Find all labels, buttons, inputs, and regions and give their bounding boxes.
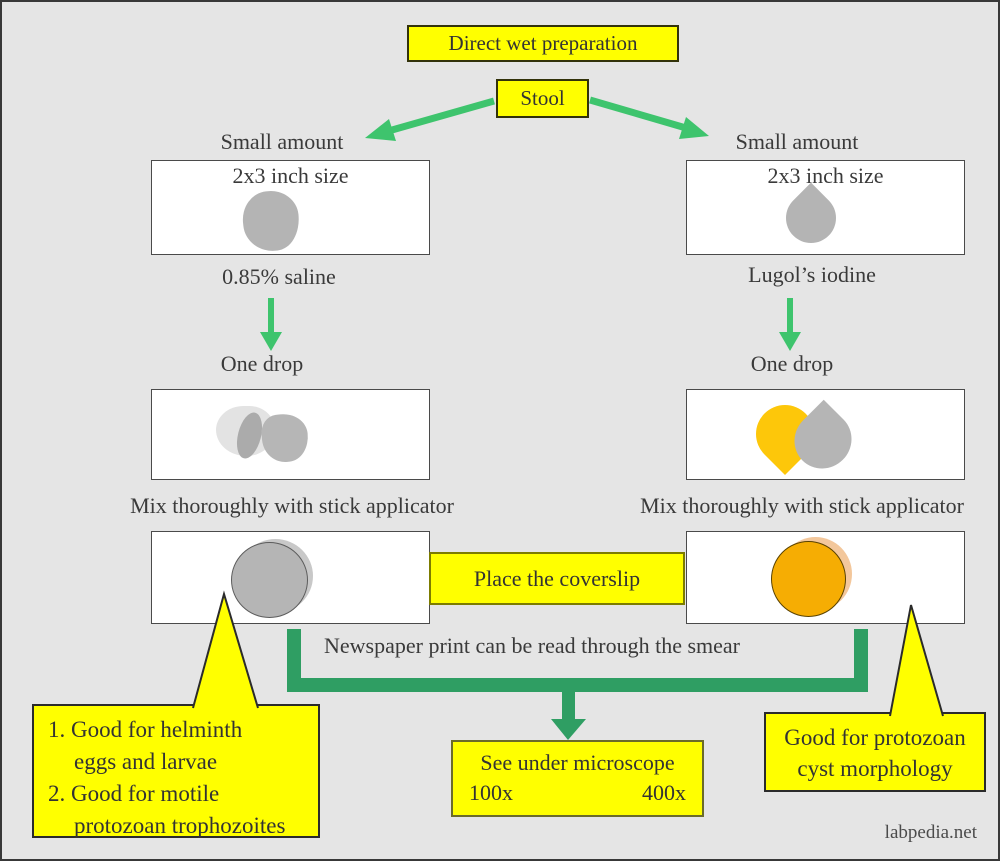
coverslip-circle-iodine [771, 541, 846, 617]
reagent-label-left: 0.85% saline [222, 264, 336, 289]
callout-line: 1. Good for helminth [48, 717, 243, 742]
microscope-label: See under microscope [480, 750, 675, 775]
arrow-stool-to-left [365, 97, 495, 141]
saline-smear-blob [259, 411, 311, 465]
stool-label: Stool [520, 86, 565, 110]
small-amount-label-right: Small amount [735, 129, 859, 154]
magnification-low: 100x [469, 780, 513, 805]
stool-specimen-blob-left [240, 188, 302, 254]
microscope-box: See under microscope 100x 400x [451, 740, 704, 817]
mix-label-left: Mix thoroughly with stick applicator [130, 493, 454, 518]
watermark: labpedia.net [884, 822, 977, 843]
small-amount-label-left: Small amount [220, 129, 344, 154]
callout-line: cyst morphology [797, 756, 953, 781]
callout-line: 2. Good for motile [48, 781, 220, 806]
arrow-iodine-down [779, 298, 801, 351]
callout-line: Good for protozoan [784, 725, 966, 750]
arrow-saline-down [260, 298, 282, 351]
slide-size-label-left: 2x3 inch size [232, 163, 349, 188]
stool-box: Stool [496, 79, 589, 118]
diagram-title: Direct wet preparation [448, 31, 638, 55]
callout-line: protozoan trophozoites [74, 813, 286, 838]
saline-uses-callout: 1. Good for helminth eggs and larvae 2. … [32, 704, 320, 838]
newspaper-note: Newspaper print can be read through the … [323, 633, 740, 658]
reagent-label-right: Lugol’s iodine [748, 262, 876, 287]
one-drop-label-right: One drop [750, 351, 834, 376]
magnification-high: 400x [642, 780, 686, 805]
slide-left-saline-mix [151, 389, 430, 480]
callout-line: eggs and larvae [74, 749, 218, 774]
title-box: Direct wet preparation [407, 25, 679, 62]
slide-left-coverslip [151, 531, 430, 624]
coverslip-box: Place the coverslip [429, 552, 685, 605]
slide-right-coverslip [686, 531, 965, 624]
arrow-stool-to-right [589, 96, 709, 139]
stool-specimen-blob-right [775, 182, 847, 254]
coverslip-circle-saline [231, 542, 308, 618]
magnification-row: 100x 400x [453, 776, 702, 806]
one-drop-label-left: One drop [220, 351, 304, 376]
slide-size-label-right: 2x3 inch size [767, 163, 884, 188]
coverslip-label: Place the coverslip [473, 565, 641, 591]
iodine-uses-callout: Good for protozoan cyst morphology [764, 712, 986, 792]
slide-right-specimen: 2x3 inch size [686, 160, 965, 255]
mix-label-right: Mix thoroughly with stick applicator [640, 493, 964, 518]
slide-left-specimen: 2x3 inch size [151, 160, 430, 255]
slide-right-iodine-mix [686, 389, 965, 481]
arrowhead-to-microscope [551, 719, 586, 740]
